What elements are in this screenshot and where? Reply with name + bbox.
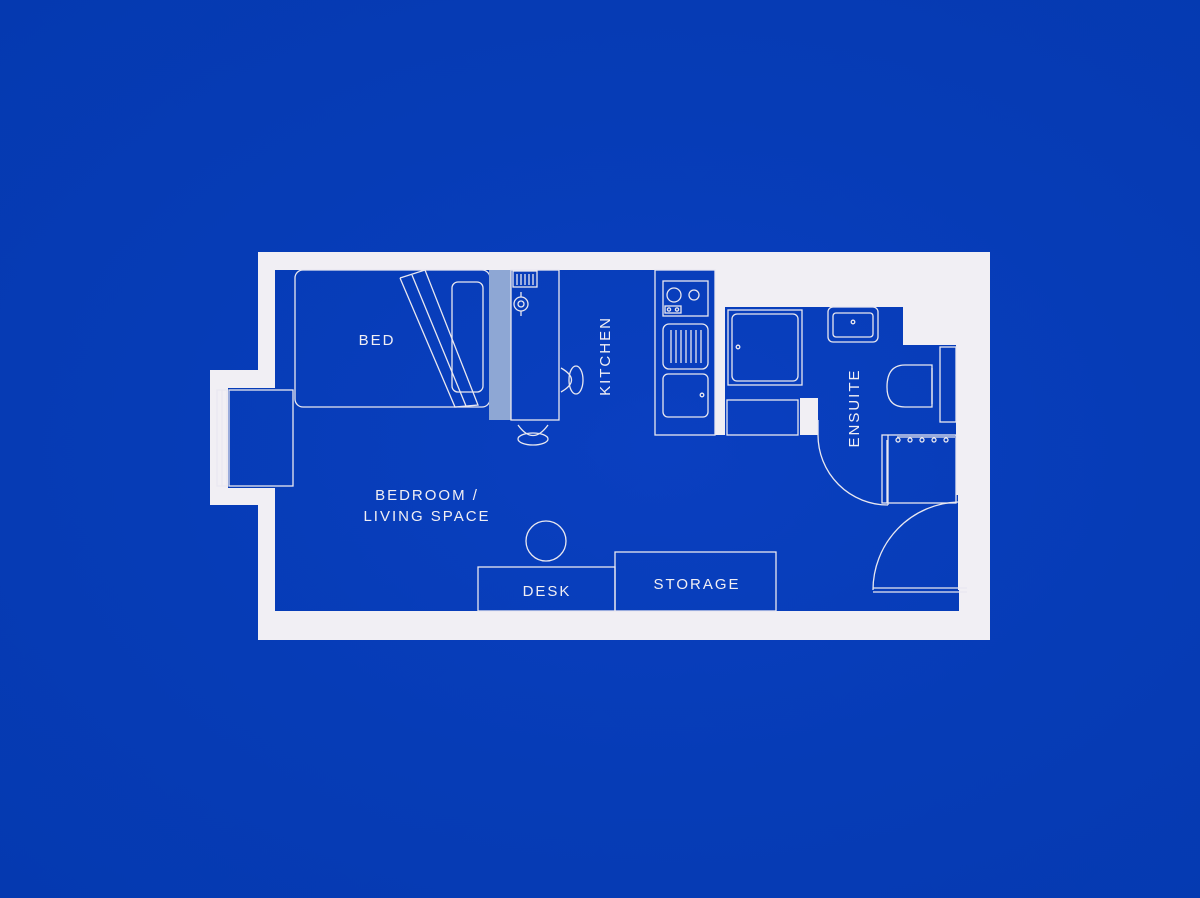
chair-right	[560, 367, 573, 393]
desk-label: DESK	[523, 583, 572, 600]
desk: DESK	[477, 566, 616, 612]
kitchen-counter	[654, 269, 716, 436]
bed: BED	[294, 269, 491, 408]
drainer	[662, 323, 709, 370]
ensuite-wall-top	[715, 270, 973, 307]
living-label-2: LIVING SPACE	[363, 508, 490, 525]
kitchen-sink	[662, 373, 709, 418]
walls	[210, 252, 990, 640]
chair-bottom	[517, 424, 549, 437]
toilet	[886, 346, 957, 423]
kitchenette-counter	[510, 269, 584, 446]
bed-label: BED	[359, 332, 396, 349]
headboard	[489, 270, 511, 420]
storage-label: STORAGE	[653, 576, 740, 593]
ensuite-wall-right	[956, 345, 973, 495]
wardrobe	[228, 389, 294, 487]
ensuite-door	[817, 420, 889, 506]
ensuite-fixtures	[827, 306, 957, 504]
ensuite-wall-bottom	[958, 495, 973, 590]
ensuite-wall-right-top	[903, 307, 973, 345]
radiator	[881, 434, 957, 504]
basin	[827, 306, 879, 343]
storage: STORAGE	[614, 551, 777, 612]
entrance-door	[872, 501, 967, 593]
ensuite-wall-left	[715, 307, 725, 435]
ensuite-label: ENSUITE	[846, 368, 863, 447]
window	[216, 389, 228, 487]
ensuite-wall-mid	[800, 398, 818, 435]
kitchen-label: KITCHEN	[597, 316, 614, 396]
shower	[726, 309, 803, 436]
desk-chair	[525, 520, 567, 562]
hob	[662, 280, 709, 317]
living-label-1: BEDROOM /	[375, 487, 479, 504]
